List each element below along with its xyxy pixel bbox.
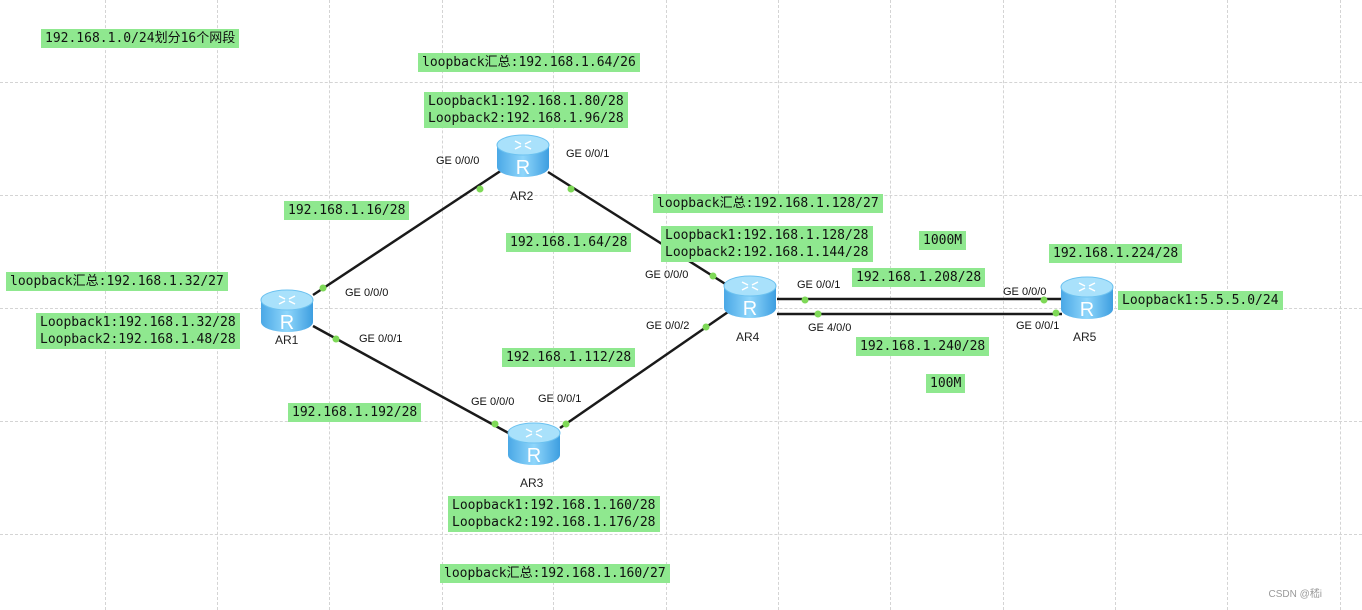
ar1-port-ge000: GE 0/0/0: [345, 287, 389, 299]
link-ar1-ar3[interactable]: [312, 324, 513, 437]
ar4-port-ge001: GE 0/0/1: [797, 279, 841, 291]
network-ar1-ar2: 192.168.1.16/28: [284, 201, 410, 220]
network-ar4-ar5-a: 192.168.1.208/28: [852, 268, 986, 287]
port-dot: [1040, 296, 1048, 304]
ar1-loop2: Loopback2:192.168.1.48/28: [40, 332, 236, 347]
grid-line: [553, 0, 554, 610]
router-name-label: AR1: [275, 333, 299, 347]
port-dot: [814, 310, 822, 318]
ar2-port-ge001: GE 0/0/1: [566, 148, 610, 160]
grid-line: [329, 0, 330, 610]
router-ar1[interactable]: R: [259, 286, 315, 336]
ar2-summary-label: loopback汇总:192.168.1.64/26: [418, 53, 640, 72]
ar3-loop2: Loopback2:192.168.1.176/28: [452, 515, 656, 530]
router-icon: R: [1060, 276, 1114, 321]
ar4-port-ge400: GE 4/0/0: [808, 322, 852, 334]
router-icon: R: [260, 289, 314, 334]
router-icon: R: [723, 275, 777, 320]
grid-line: [0, 308, 1362, 309]
ar4-loop1: Loopback1:192.168.1.128/28: [665, 228, 869, 243]
router-name-label: AR2: [510, 189, 534, 203]
svg-text:R: R: [1080, 299, 1094, 321]
grid-line: [0, 421, 1362, 422]
port-dot: [709, 272, 717, 280]
grid-line: [217, 0, 218, 610]
ar2-port-ge000: GE 0/0/0: [436, 155, 480, 167]
grid-line: [778, 0, 779, 610]
ar2-loop1: Loopback1:192.168.1.80/28: [428, 94, 624, 109]
port-dot: [491, 420, 499, 428]
ar2-loopback-label: Loopback1:192.168.1.80/28 Loopback2:192.…: [424, 92, 628, 128]
ar4-summary-label: loopback汇总:192.168.1.128/27: [653, 194, 883, 213]
ar5-port-ge000: GE 0/0/0: [1003, 286, 1047, 298]
ar3-port-ge000: GE 0/0/0: [471, 396, 515, 408]
ar3-loop1: Loopback1:192.168.1.160/28: [452, 498, 656, 513]
speed-100m-label: 100M: [926, 374, 966, 393]
ar4-loop2: Loopback2:192.168.1.144/28: [665, 245, 869, 260]
port-dot: [1052, 309, 1060, 317]
speed-1000m-label: 1000M: [919, 231, 967, 250]
router-ar4[interactable]: R: [722, 272, 778, 322]
link-ar3-ar4[interactable]: [559, 310, 729, 430]
network-ar4-ar5-b: 192.168.1.240/28: [856, 337, 990, 356]
router-name-label: AR4: [736, 330, 760, 344]
router-ar3[interactable]: R: [506, 419, 562, 469]
grid-line: [666, 0, 667, 610]
router-ar5[interactable]: R: [1059, 273, 1115, 323]
watermark: CSDN @嵇i: [1268, 589, 1323, 600]
grid-line: [1003, 0, 1004, 610]
ar4-loopback-label: Loopback1:192.168.1.128/28 Loopback2:192…: [661, 226, 873, 262]
router-icon: R: [496, 134, 550, 179]
ar4-port-ge000: GE 0/0/0: [645, 269, 689, 281]
grid-line: [1115, 0, 1116, 610]
network-ar1-ar3: 192.168.1.192/28: [288, 403, 422, 422]
ar1-loopback-label: Loopback1:192.168.1.32/28 Loopback2:192.…: [36, 313, 240, 349]
port-dot: [801, 296, 809, 304]
svg-text:R: R: [527, 445, 541, 467]
grid-line: [890, 0, 891, 610]
svg-text:R: R: [280, 312, 294, 334]
router-icon: R: [507, 422, 561, 467]
svg-text:R: R: [743, 298, 757, 320]
ar1-port-ge001: GE 0/0/1: [359, 333, 403, 345]
ar3-port-ge001: GE 0/0/1: [538, 393, 582, 405]
link-ar2-ar4[interactable]: [547, 170, 728, 287]
ar5-port-ge001: GE 0/0/1: [1016, 320, 1060, 332]
network-ar2-ar4: 192.168.1.64/28: [506, 233, 632, 252]
port-dot: [319, 284, 327, 292]
link-ar1-ar2[interactable]: [312, 168, 503, 297]
router-name-label: AR5: [1073, 330, 1097, 344]
network-ar3-ar4: 192.168.1.112/28: [502, 348, 636, 367]
router-ar2[interactable]: R: [495, 131, 551, 181]
port-dot: [476, 185, 484, 193]
ar1-summary-label: loopback汇总:192.168.1.32/27: [6, 272, 228, 291]
port-dot: [562, 420, 570, 428]
network-ar5: 192.168.1.224/28: [1049, 244, 1183, 263]
port-dot: [567, 185, 575, 193]
port-dot: [332, 335, 340, 343]
ar4-port-ge002: GE 0/0/2: [646, 320, 690, 332]
ar1-loop1: Loopback1:192.168.1.32/28: [40, 315, 236, 330]
ar3-summary-label: loopback汇总:192.168.1.160/27: [440, 564, 670, 583]
ar2-loop2: Loopback2:192.168.1.96/28: [428, 111, 624, 126]
svg-text:R: R: [516, 157, 530, 179]
ar5-loopback-label: Loopback1:5.5.5.0/24: [1118, 291, 1283, 310]
grid-line: [442, 0, 443, 610]
ar3-loopback-label: Loopback1:192.168.1.160/28 Loopback2:192…: [448, 496, 660, 532]
grid-line: [0, 82, 1362, 83]
grid-line: [1340, 0, 1341, 610]
port-dot: [702, 323, 710, 331]
grid-line: [0, 534, 1362, 535]
router-name-label: AR3: [520, 476, 544, 490]
grid-line: [105, 0, 106, 610]
title-label: 192.168.1.0/24划分16个网段: [41, 29, 240, 48]
